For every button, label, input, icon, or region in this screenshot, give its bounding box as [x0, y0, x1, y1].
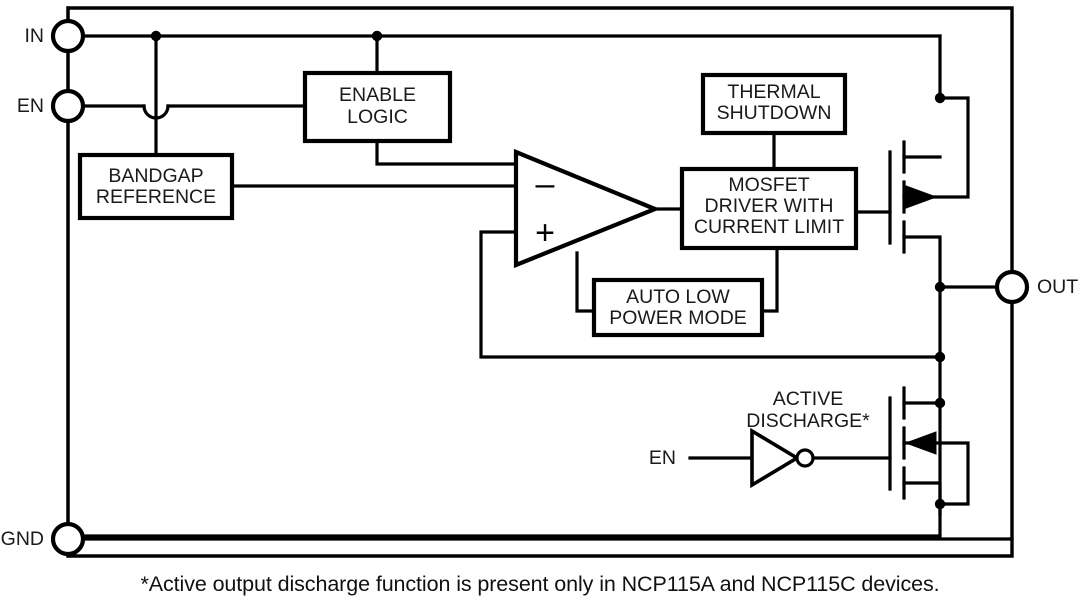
thermal-shutdown-label-line2: SHUTDOWN: [717, 102, 832, 124]
auto-low-power-driver-wire: [760, 246, 779, 313]
inverter-bubble-icon: [795, 448, 815, 468]
opamp-minus-sign: –: [536, 165, 555, 203]
pin-en-label: EN: [17, 95, 44, 117]
thermal-shutdown-label-line1: THERMAL: [727, 81, 820, 103]
mosfet-driver-label-line2: DRIVER WITH: [705, 195, 834, 217]
pin-gnd-label: GND: [1, 528, 44, 550]
figure-footnote: *Active output discharge function is pre…: [140, 572, 940, 596]
discharge-en-label: EN: [649, 447, 676, 469]
bandgap-reference-label-line1: BANDGAP: [108, 165, 203, 187]
opamp-plus-sign: +: [535, 214, 555, 252]
en-rail-wire: [66, 104, 307, 120]
junction-out-node: [934, 281, 946, 293]
pin-en[interactable]: EN: [17, 88, 86, 124]
junction-in-bandgap: [150, 30, 162, 42]
block-auto-low-power-mode[interactable]: AUTO LOW POWER MODE: [591, 277, 765, 338]
junction-discharge-drain: [934, 397, 946, 409]
mosfet-driver-label-line1: MOSFET: [728, 174, 809, 196]
pin-gnd[interactable]: GND: [1, 521, 86, 557]
device-boundary: [66, 6, 1014, 558]
auto-low-power-input-wire: [575, 251, 596, 313]
enable-logic-label-line1: ENABLE: [339, 84, 416, 106]
block-thermal-shutdown[interactable]: THERMAL SHUTDOWN: [700, 72, 848, 136]
pin-out-label: OUT: [1037, 276, 1078, 298]
active-discharge-annotation: ACTIVE DISCHARGE*: [746, 388, 870, 432]
junction-in-enable: [371, 30, 383, 42]
pin-in-label: IN: [25, 25, 45, 47]
active-discharge-label-line2: DISCHARGE*: [746, 410, 870, 432]
block-enable-logic[interactable]: ENABLE LOGIC: [302, 70, 453, 144]
enable-logic-label-line2: LOGIC: [347, 106, 408, 128]
junction-pass-body: [934, 92, 946, 104]
discharge-enable-input[interactable]: EN: [649, 447, 754, 469]
active-discharge-label-line1: ACTIVE: [773, 388, 843, 410]
inverter-gate[interactable]: [750, 427, 892, 489]
in-rail-wire: [66, 30, 942, 157]
auto-low-power-label-line1: AUTO LOW: [626, 286, 730, 308]
block-bandgap-reference[interactable]: BANDGAP REFERENCE: [77, 152, 235, 221]
discharge-mosfet-symbol[interactable]: [66, 386, 970, 538]
pin-out[interactable]: OUT: [994, 269, 1078, 305]
junction-discharge-source: [934, 498, 946, 510]
bandgap-reference-label-line2: REFERENCE: [96, 186, 216, 208]
enable-logic-output-wire: [375, 139, 518, 166]
auto-low-power-label-line2: POWER MODE: [609, 307, 747, 329]
block-mosfet-driver[interactable]: MOSFET DRIVER WITH CURRENT LIMIT: [679, 166, 892, 251]
mosfet-driver-label-line3: CURRENT LIMIT: [694, 216, 844, 238]
pin-in[interactable]: IN: [25, 18, 86, 54]
pass-mosfet-symbol[interactable]: [888, 92, 970, 289]
out-rail-wire: [934, 281, 1014, 516]
error-amplifier[interactable]: – +: [513, 148, 684, 269]
